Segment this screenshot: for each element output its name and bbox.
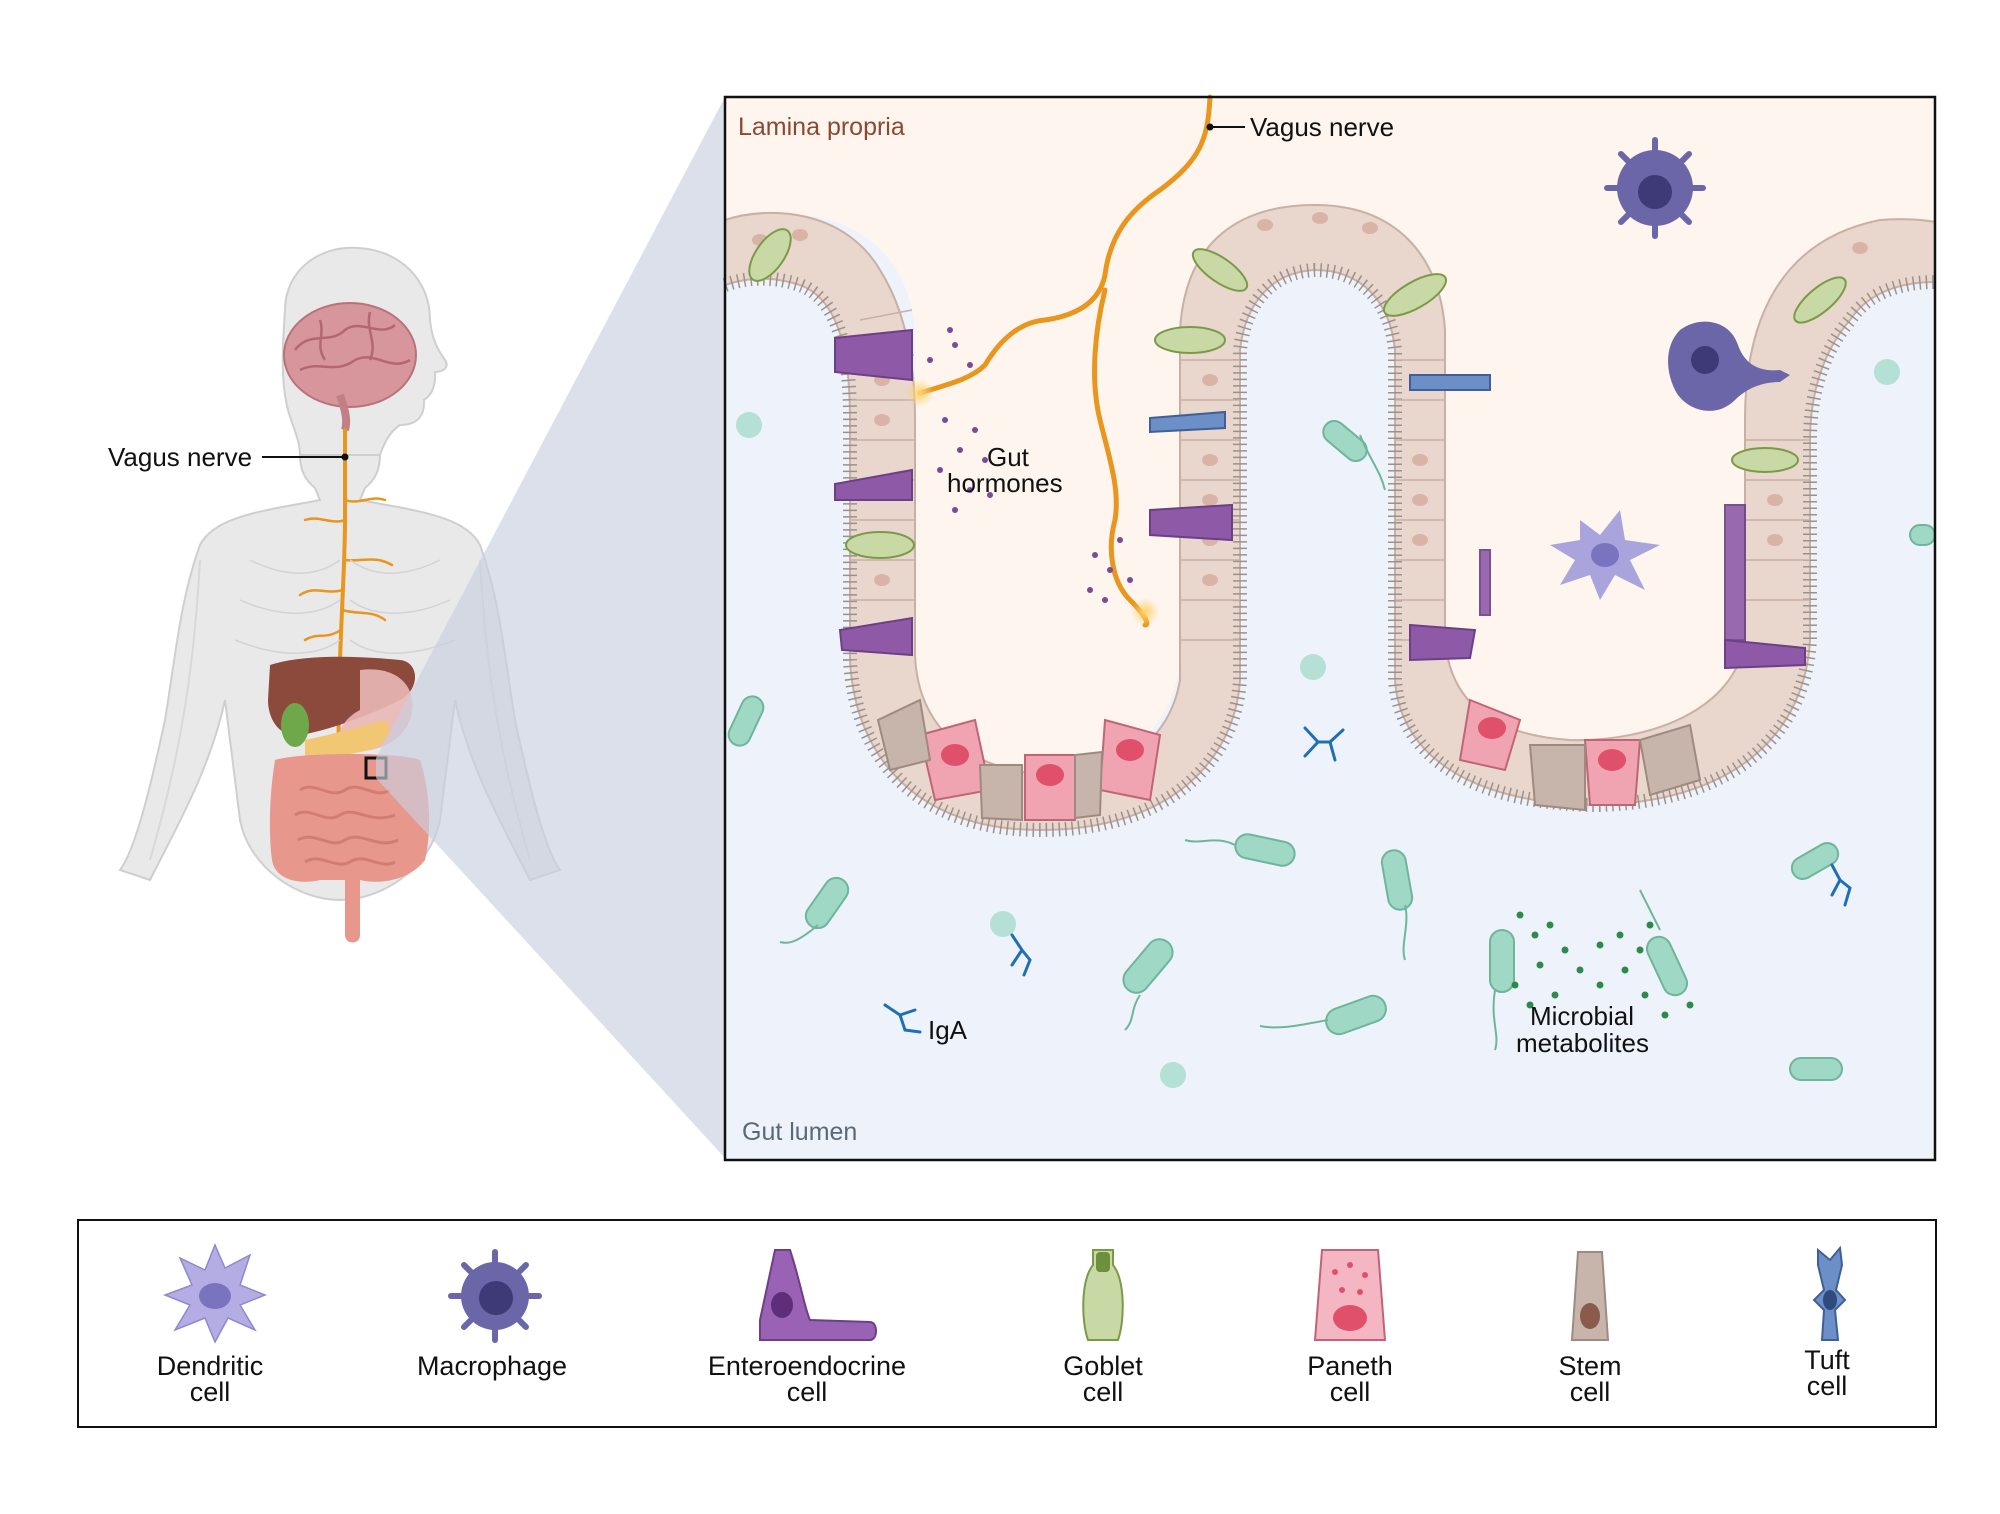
lamina-propria-region: [725, 97, 1935, 776]
zoom-cone: [376, 97, 725, 1158]
goblet-cell-icon: [1082, 1249, 1124, 1341]
legend-paneth-line2: cell: [1330, 1377, 1371, 1407]
tuft-cell-icon: [1812, 1245, 1847, 1341]
intestinal-crypt-panel: [722, 94, 1937, 1162]
gut-hormones-label-line2: hormones: [947, 468, 1063, 498]
microbial-metabolite-particles: [1511, 911, 1694, 1019]
bacteria: [727, 420, 1936, 1081]
legend-dendritic-line1: Dendritic: [157, 1351, 264, 1381]
flagella: [779, 434, 1661, 1051]
brain-icon: [283, 302, 417, 432]
macrophage-icon: [1604, 137, 1706, 239]
iga-antibodies: [883, 726, 1852, 1034]
legend-dendritic-line2: cell: [190, 1377, 231, 1407]
legend-enteroendocrine-line2: cell: [787, 1377, 828, 1407]
legend-tuft-line2: cell: [1807, 1371, 1848, 1401]
stem-cell-icon: [1570, 1251, 1610, 1341]
legend-paneth-line1: Paneth: [1307, 1351, 1393, 1381]
paneth-cell-icon: [1313, 1249, 1387, 1341]
lamina-propria-label: Lamina propria: [738, 113, 905, 141]
macrophage-icon: [1668, 321, 1790, 411]
zoom-vagus-nerve-label: Vagus nerve: [1250, 112, 1394, 142]
body-vagus-nerve: [298, 428, 394, 762]
legend-box: [77, 1219, 1937, 1428]
stem-cells: [876, 698, 1702, 822]
gut-hormones-label-line1: Gut: [987, 442, 1030, 472]
mucus-particles: [736, 359, 1900, 1088]
goblet-cells: [748, 228, 1847, 559]
dendritic-cell-icon: [1550, 510, 1660, 600]
enteroendocrine-cells: [834, 328, 1806, 670]
pancreas-icon: [305, 720, 390, 759]
legend-goblet-line1: Goblet: [1063, 1351, 1143, 1381]
rectum-icon: [345, 880, 360, 943]
macrophage-icon: [448, 1249, 542, 1343]
small-intestine-icon: [294, 785, 399, 866]
body-vagus-nerve-label: Vagus nerve: [108, 442, 252, 472]
legend-stem-line1: Stem: [1558, 1351, 1621, 1381]
legend-stem-line2: cell: [1570, 1377, 1611, 1407]
legend-goblet-line2: cell: [1083, 1377, 1124, 1407]
gut-lumen-label: Gut lumen: [742, 1118, 857, 1146]
legend-macrophage-line1: Macrophage: [417, 1351, 567, 1381]
microbial-metabolites-label-line2: metabolites: [1516, 1028, 1649, 1058]
gut-hormone-particles: [927, 327, 1133, 603]
legend-enteroendocrine-line1: Enteroendocrine: [708, 1351, 906, 1381]
microbial-metabolites-label-line1: Microbial: [1530, 1001, 1634, 1031]
enteroendocrine-cell-icon: [759, 1249, 877, 1341]
legend-tuft-line1: Tuft: [1804, 1345, 1850, 1375]
tuft-cells: [1149, 374, 1491, 434]
human-body-figure: [118, 246, 562, 943]
dendritic-cell-icon: [162, 1243, 268, 1344]
iga-label: IgA: [928, 1015, 968, 1045]
